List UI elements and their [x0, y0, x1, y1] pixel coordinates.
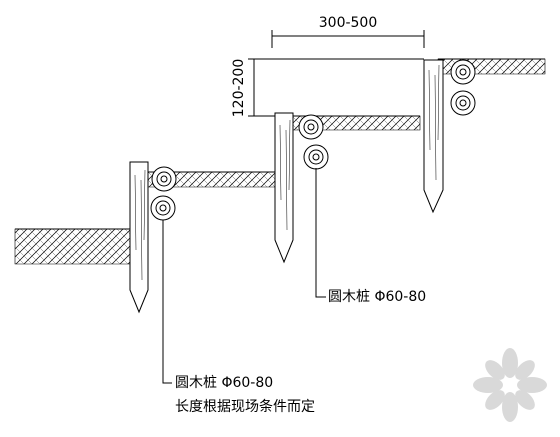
pile-right [423, 59, 444, 214]
log-middle-bottom [303, 144, 329, 170]
log-left-bottom [150, 195, 176, 221]
callout-upper-label: 圆木桩 Φ60-80 [328, 288, 426, 305]
callout-lower-label-line2: 长度根据现场条件而定 [175, 398, 315, 415]
pile-left [129, 161, 149, 314]
height-dimension [248, 58, 424, 117]
width-dimension-label: 300-500 [319, 15, 378, 31]
log-right-bottom [450, 90, 476, 116]
height-dimension-label: 120-200 [231, 59, 247, 118]
flower-watermark-icon [473, 348, 547, 422]
log-left-top [151, 166, 177, 192]
log-middle-top [298, 114, 324, 140]
timber-piles [129, 59, 444, 314]
callout-lower-label-line1: 圆木桩 Φ60-80 [175, 374, 273, 391]
width-dimension [271, 30, 425, 48]
pile-middle [274, 112, 294, 264]
log-rings [150, 59, 476, 221]
log-right-top [450, 59, 476, 85]
soil-band-lower [14, 228, 133, 265]
leader-lines [162, 168, 326, 384]
